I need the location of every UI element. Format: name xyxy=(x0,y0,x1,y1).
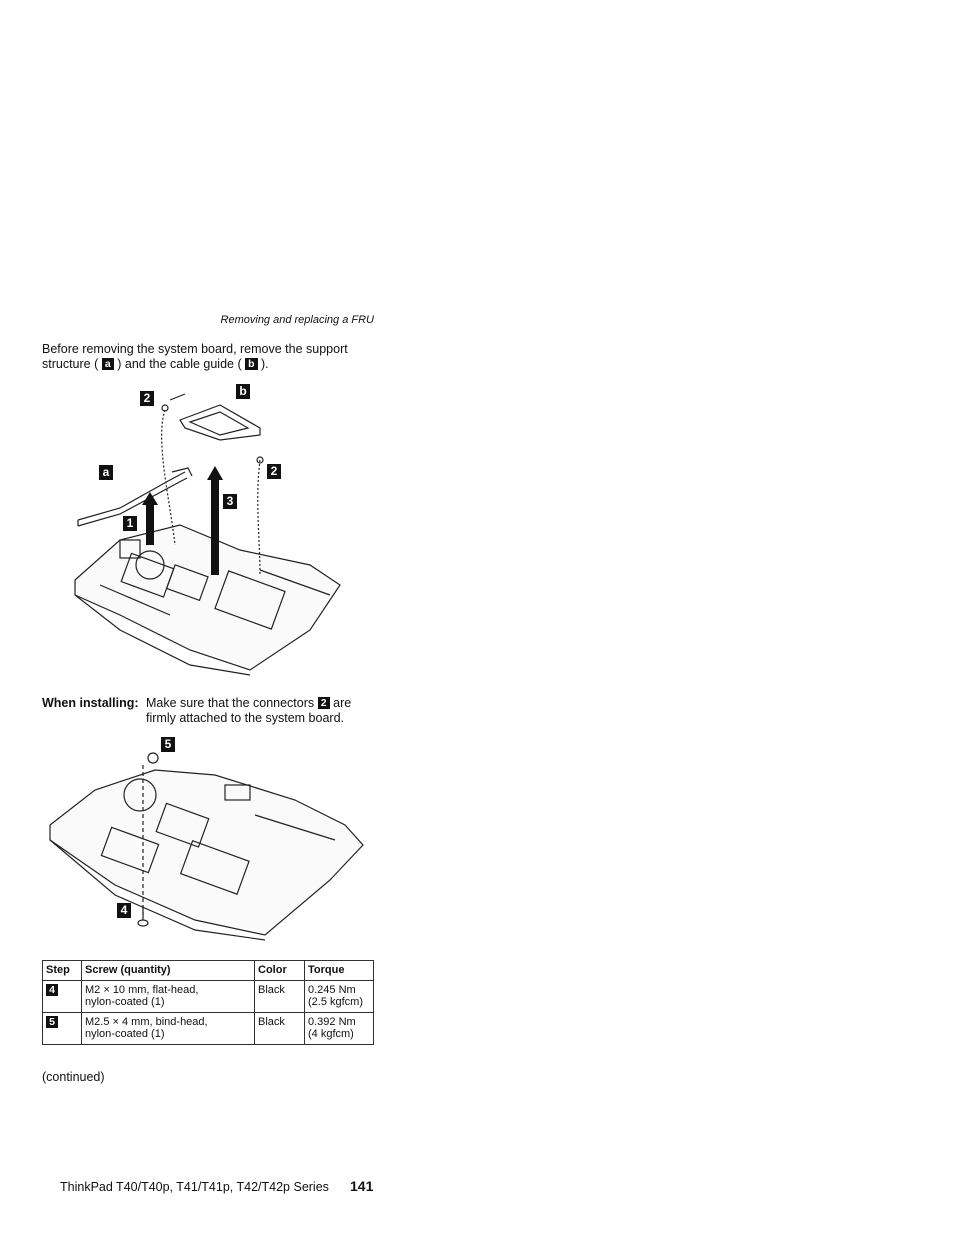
screw-line2: nylon-coated (1) xyxy=(85,996,165,1008)
screw-cell: M2 × 10 mm, flat-head,nylon-coated (1) xyxy=(81,980,255,1013)
callout-3: 3 xyxy=(223,494,237,509)
screw-cell: M2.5 × 4 mm, bind-head,nylon-coated (1) xyxy=(81,1012,255,1045)
screw-table: Step Screw (quantity) Color Torque 4 M2 … xyxy=(42,960,374,1045)
running-header: Removing and replacing a FRU xyxy=(220,314,374,326)
intro-text-1: Before removing the system board, remove… xyxy=(42,342,348,371)
callout-2-left: 2 xyxy=(140,391,154,406)
step-cell: 4 xyxy=(42,980,82,1013)
install-text-after: are firmly attached to the system board. xyxy=(146,696,352,725)
intro-text-2: ) and the cable guide ( xyxy=(117,357,242,371)
intro-paragraph: Before removing the system board, remove… xyxy=(42,342,372,372)
install-text-before: Make sure that the connectors xyxy=(146,696,315,710)
torque-line2: (2.5 kgfcm) xyxy=(308,996,364,1008)
step-badge: 4 xyxy=(46,984,58,996)
torque-line1: 0.245 Nm xyxy=(308,984,356,996)
callout-5: 5 xyxy=(161,737,175,752)
step-cell: 5 xyxy=(42,1012,82,1045)
torque-cell: 0.392 Nm(4 kgfcm) xyxy=(304,1012,374,1045)
table-header-row: Step Screw (quantity) Color Torque xyxy=(42,960,374,981)
torque-line1: 0.392 Nm xyxy=(308,1016,356,1028)
torque-line2: (4 kgfcm) xyxy=(308,1028,354,1040)
footer-series: ThinkPad T40/T40p, T41/T41p, T42/T42p Se… xyxy=(60,1180,329,1194)
install-label: When installing: xyxy=(42,696,139,710)
badge-a: a xyxy=(101,358,114,370)
callout-4: 4 xyxy=(117,903,131,918)
callout-1: 1 xyxy=(123,516,137,531)
screw-line1: M2.5 × 4 mm, bind-head, xyxy=(85,1016,208,1028)
screw-line1: M2 × 10 mm, flat-head, xyxy=(85,984,199,996)
install-text: Make sure that the connectors 2 are firm… xyxy=(146,696,376,726)
color-cell: Black xyxy=(254,1012,305,1045)
screw-line2: nylon-coated (1) xyxy=(85,1028,165,1040)
color-cell: Black xyxy=(254,980,305,1013)
callout-a: a xyxy=(99,465,113,480)
badge-b: b xyxy=(245,358,258,370)
col-torque-header: Torque xyxy=(304,960,374,981)
intro-text-3: ). xyxy=(261,357,269,371)
callout-b: b xyxy=(236,384,250,399)
figure-removal-diagram xyxy=(74,393,341,676)
badge-2: 2 xyxy=(317,697,330,709)
col-color-header: Color xyxy=(254,960,305,981)
torque-cell: 0.245 Nm(2.5 kgfcm) xyxy=(304,980,374,1013)
col-screw-header: Screw (quantity) xyxy=(81,960,255,981)
continued-note: (continued) xyxy=(42,1070,105,1084)
step-badge: 5 xyxy=(46,1016,58,1028)
callout-2-right: 2 xyxy=(267,464,281,479)
figure-screw-diagram xyxy=(49,752,364,941)
table-row: 4 M2 × 10 mm, flat-head,nylon-coated (1)… xyxy=(42,980,374,1013)
page-number: 141 xyxy=(350,1178,374,1194)
col-step-header: Step xyxy=(42,960,82,981)
table-row: 5 M2.5 × 4 mm, bind-head,nylon-coated (1… xyxy=(42,1012,374,1045)
